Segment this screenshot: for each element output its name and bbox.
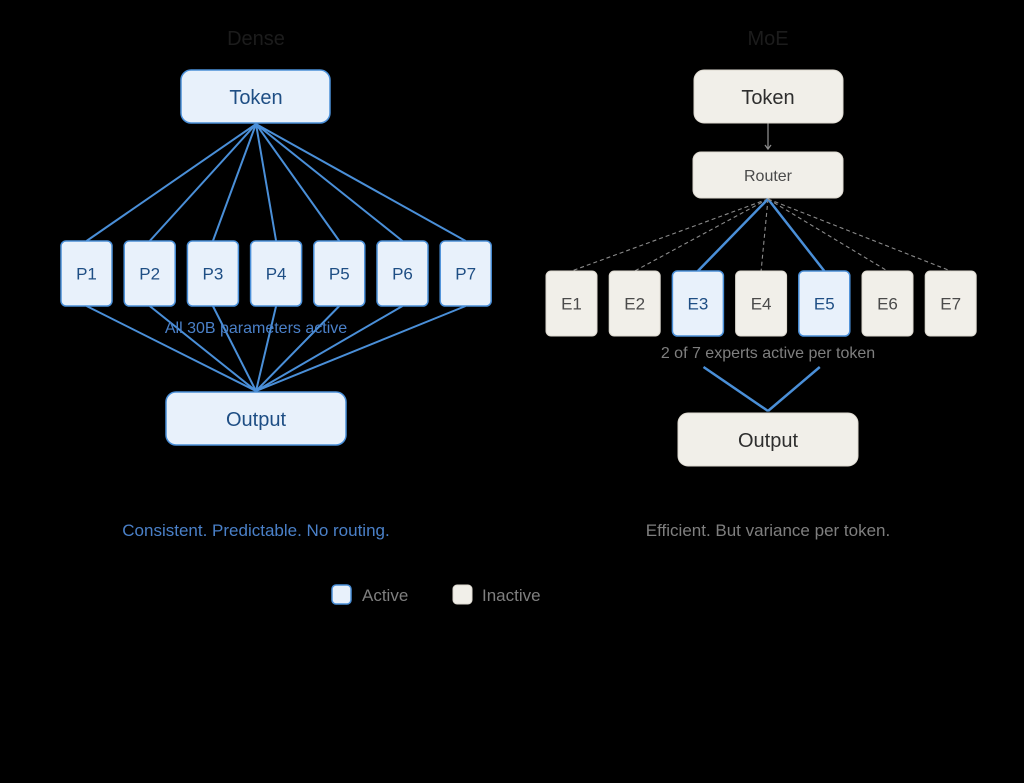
moe-inactive-route-edge [634,198,769,272]
dense-param-row: P1 P2 P3 P4 P5 P6 P7 [60,240,492,307]
dense-param-node: P4 [249,240,303,307]
dense-caption: Consistent. Predictable. No routing. [122,521,389,540]
moe-expert-label: E5 [814,295,835,314]
moe-expert-node: E7 [924,270,977,337]
moe-inactive-route-edge [571,198,769,272]
dense-param-label: P4 [266,265,287,284]
dense-output-edge [255,305,278,392]
moe-expert-label: E1 [561,295,582,314]
moe-token-label: Token [741,87,794,109]
dense-panel: Dense Token P1 P2 P3 P4 P5 P6 P7 All 30B param… [60,28,492,540]
legend-inactive: Inactive [452,584,541,605]
legend: Active Inactive [331,584,541,605]
moe-expert-label: E6 [877,295,898,314]
dense-param-node: P5 [313,240,366,307]
dense-output-edge [86,305,257,392]
dense-param-node: P3 [186,240,240,307]
moe-caption: Efficient. But variance per token. [646,521,890,540]
dense-token-edge [85,123,257,242]
legend-active: Active [331,584,408,605]
dense-token-edge [255,123,341,242]
dense-param-box [123,240,176,307]
moe-expert-node: E2 [608,270,661,337]
moe-title: MoE [747,28,788,50]
dense-param-box [313,240,366,307]
dense-connections [85,123,467,392]
dense-param-node: P2 [123,240,176,307]
moe-expert-box-active [798,270,851,337]
moe-expert-node: E6 [861,270,914,337]
moe-expert-label: E4 [751,295,772,314]
moe-expert-box-inactive [735,270,788,337]
moe-active-output-edge [767,366,821,412]
legend-active-label: Active [362,586,408,605]
moe-active-route-edge [697,198,769,272]
dense-output-edge [255,305,341,392]
dense-param-box [439,240,492,307]
legend-inactive-swatch [452,584,473,605]
dense-output-edge [255,305,404,392]
moe-expert-box-active [671,270,725,337]
moe-expert-label: E3 [688,295,709,314]
dense-param-label: P1 [76,265,97,284]
moe-expert-node: E3 [671,270,725,337]
dense-output-edge [149,305,257,392]
moe-expert-box-inactive [545,270,598,337]
legend-inactive-label: Inactive [482,586,541,605]
dense-token-edge [255,123,278,242]
moe-active-note: 2 of 7 experts active per token [661,345,875,362]
dense-param-box [186,240,240,307]
dense-param-label: P6 [392,265,413,284]
moe-active-output-edge [702,365,769,413]
moe-connections [571,198,951,413]
dense-token-label: Token [229,87,282,109]
dense-title: Dense [227,28,285,50]
moe-output-label: Output [738,430,798,452]
moe-inactive-route-edge [767,198,951,272]
dense-output-edge [255,305,467,392]
dense-token-edge [211,123,257,242]
dense-param-label: P3 [203,265,224,284]
dense-token-node: Token [180,69,331,124]
moe-expert-box-inactive [861,270,914,337]
dense-param-node: P1 [60,240,113,307]
dense-param-label: P7 [455,265,476,284]
moe-panel: MoE Token Router E1 E2 E3 E4 E5 E6 E7 2 of 7 e… [545,28,977,540]
dense-param-node: P6 [376,240,429,307]
legend-active-swatch [331,584,352,605]
dense-param-label: P5 [329,265,350,284]
moe-expert-label: E7 [940,295,961,314]
dense-token-edge [255,123,467,242]
dense-token-edge [148,123,257,242]
dense-output-edge [212,305,257,392]
dense-output-label: Output [226,409,286,431]
moe-router-label: Router [744,168,793,185]
dense-param-box [249,240,303,307]
dense-output-node: Output [165,391,347,446]
moe-active-route-edge [767,198,826,272]
moe-expert-row: E1 E2 E3 E4 E5 E6 E7 [545,270,977,337]
moe-output-node: Output [677,412,859,467]
dense-param-box [376,240,429,307]
moe-inactive-route-edge [760,198,769,272]
dense-param-node: P7 [439,240,492,307]
moe-expert-node: E5 [798,270,851,337]
dense-token-edge [255,123,404,242]
moe-expert-box-inactive [608,270,661,337]
moe-expert-node: E1 [545,270,598,337]
moe-router-node: Router [692,151,844,199]
dense-param-box [60,240,113,307]
moe-expert-box-inactive [924,270,977,337]
dense-active-note: All 30B parameters active [165,320,347,337]
moe-expert-label: E2 [624,295,645,314]
moe-expert-node: E4 [735,270,788,337]
moe-inactive-route-edge [767,198,888,272]
dense-param-label: P2 [139,265,160,284]
moe-token-node: Token [693,69,844,124]
